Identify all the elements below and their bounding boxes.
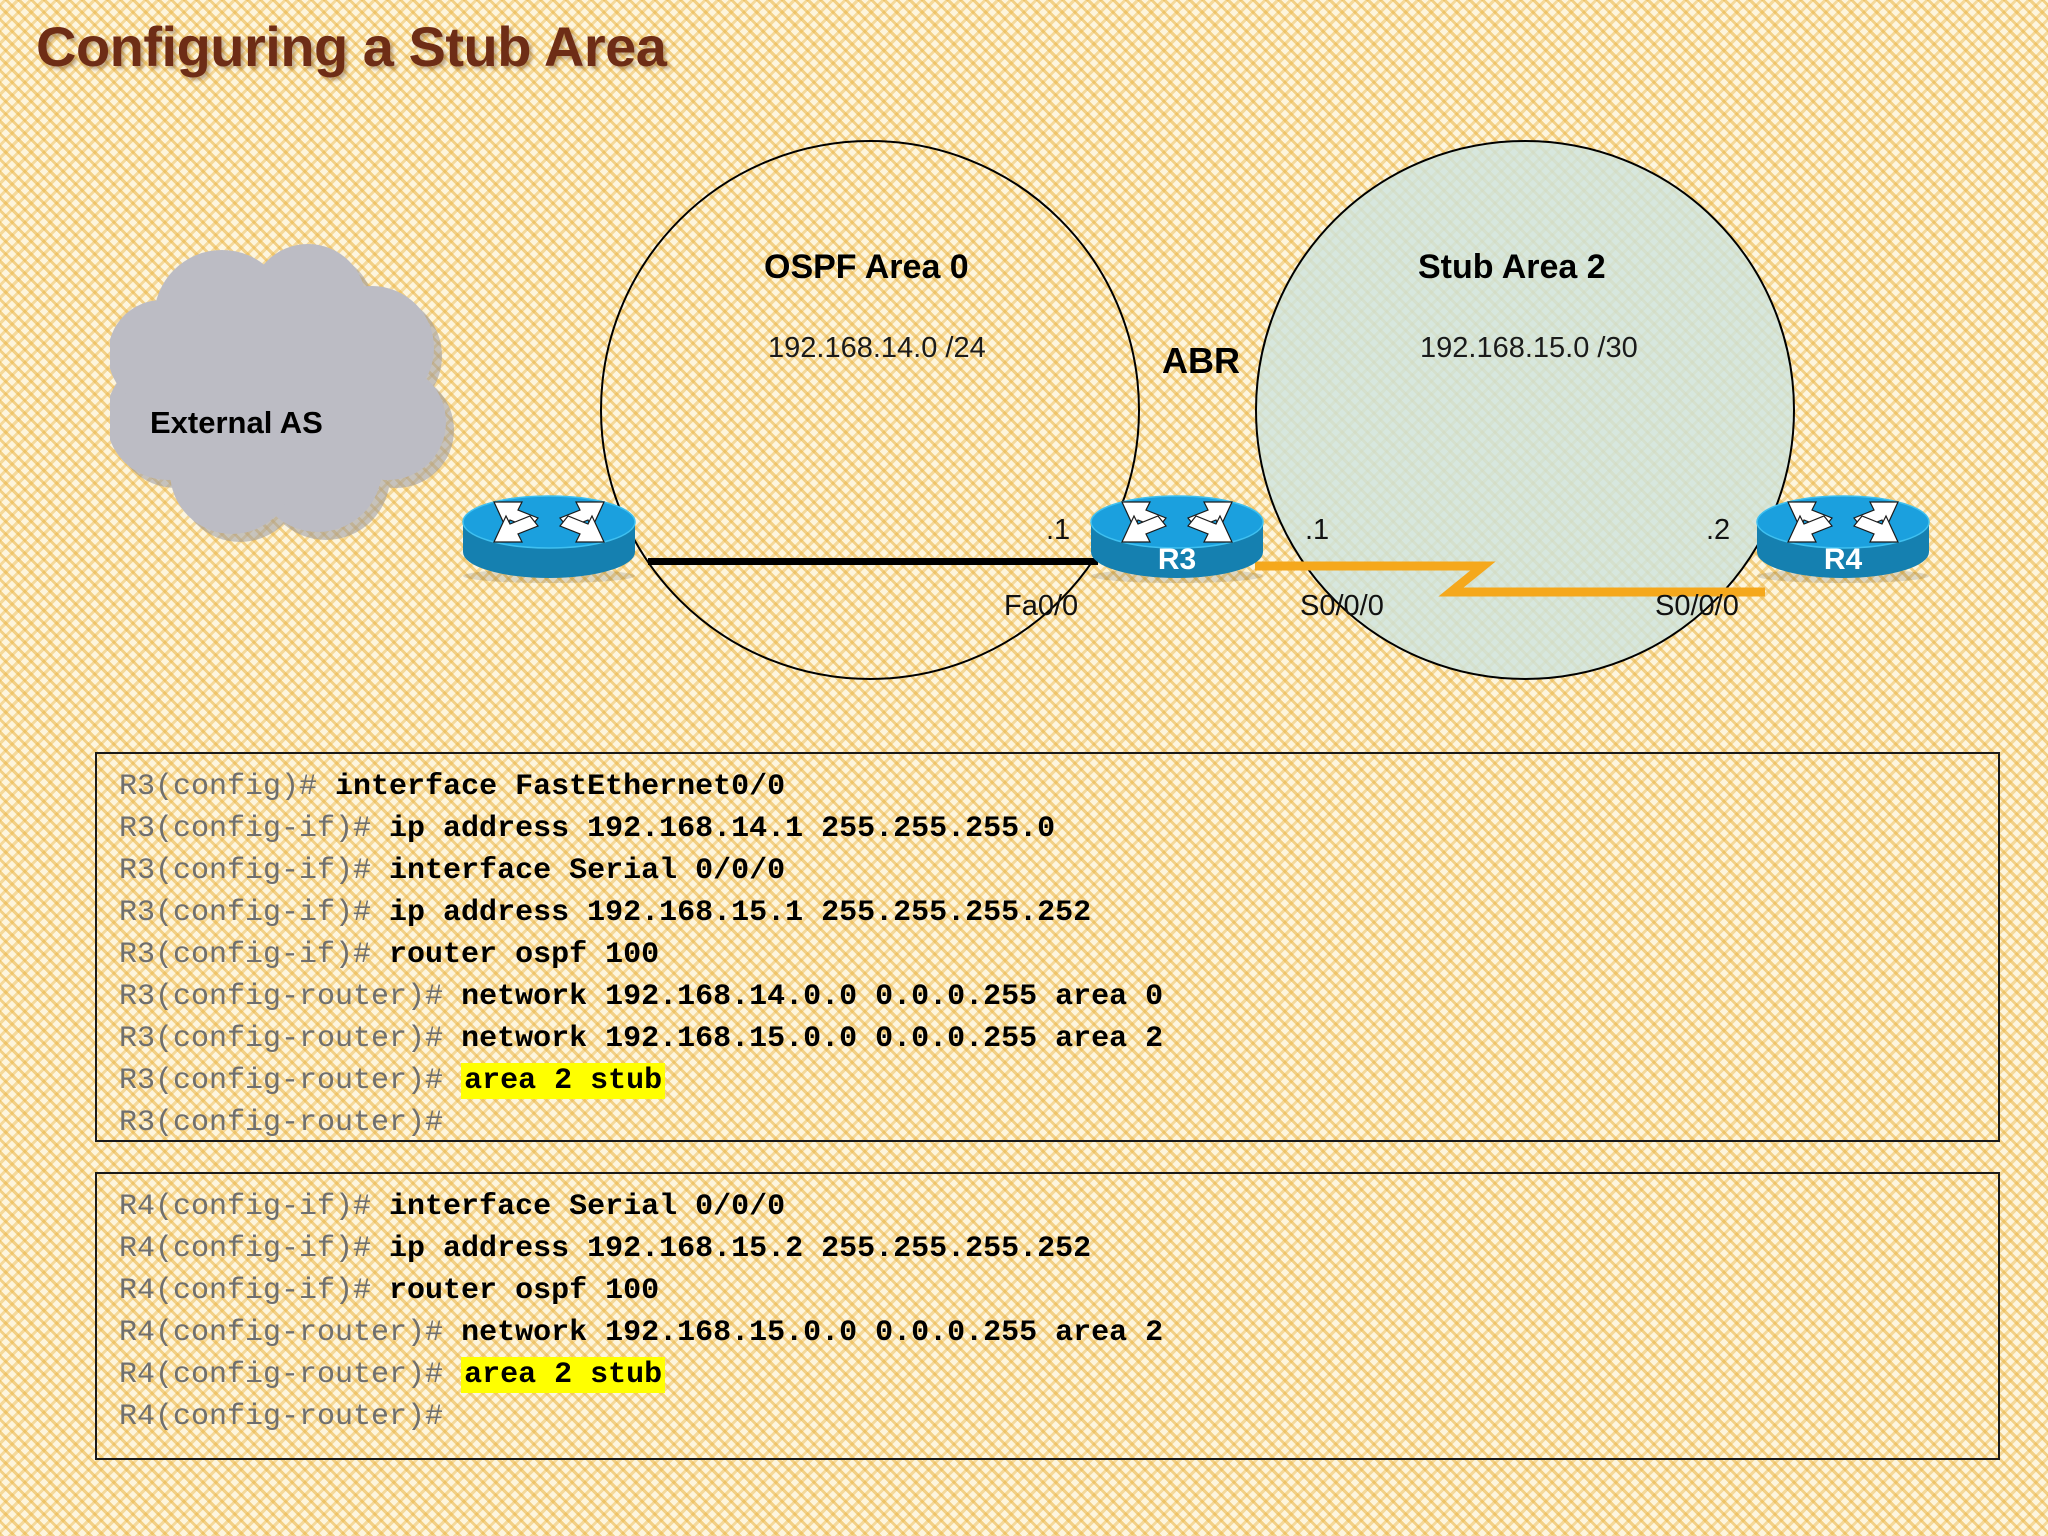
code-line: R4(config-if)# interface Serial 0/0/0 <box>119 1186 1998 1228</box>
code-line: R3(config-router)# network 192.168.14.0.… <box>119 976 1998 1018</box>
code-line: R4(config-if)# ip address 192.168.15.2 2… <box>119 1228 1998 1270</box>
code-command: network 192.168.15.0.0 0.0.0.255 area 2 <box>461 1316 1164 1350</box>
code-prompt: R4(config-if)# <box>119 1274 390 1308</box>
code-prompt: R3(config-router)# <box>119 1022 462 1056</box>
code-line: R3(config)# interface FastEthernet0/0 <box>119 766 1998 808</box>
code-command: router ospf 100 <box>389 938 660 972</box>
code-command: network 192.168.15.0.0 0.0.0.255 area 2 <box>461 1022 1164 1056</box>
ethernet-link <box>648 558 1098 565</box>
area-0-subnet: 192.168.14.0 /24 <box>768 332 986 364</box>
code-prompt: R3(config-if)# <box>119 812 390 846</box>
area-2-title: Stub Area 2 <box>1418 248 1606 286</box>
code-prompt: R3(config-router)# <box>119 1064 462 1098</box>
code-prompt: R4(config-router)# <box>119 1316 462 1350</box>
code-prompt: R3(config-if)# <box>119 938 390 972</box>
router-icon-r3[interactable]: R3 <box>1088 480 1266 584</box>
page-title: Configuring a Stub Area <box>36 15 667 78</box>
code-line: R4(config-if)# router ospf 100 <box>119 1270 1998 1312</box>
code-command: interface Serial 0/0/0 <box>389 1190 786 1224</box>
code-line: R3(config-if)# interface Serial 0/0/0 <box>119 850 1998 892</box>
code-prompt: R4(config-router)# <box>119 1358 462 1392</box>
external-as-cloud <box>106 240 460 550</box>
code-prompt: R3(config)# <box>119 770 336 804</box>
router-icon-r4[interactable]: R4 <box>1754 480 1932 584</box>
code-command: ip address 192.168.15.1 255.255.255.252 <box>389 896 1092 930</box>
code-prompt: R3(config-if)# <box>119 896 390 930</box>
network-diagram: OSPF Area 0 192.168.14.0 /24 Stub Area 2… <box>0 110 2048 750</box>
external-as-label: External AS <box>150 405 323 440</box>
code-prompt: R3(config-router)# <box>119 1106 462 1140</box>
label-r3-fa-ip: .1 <box>1046 514 1071 546</box>
code-line: R3(config-if)# ip address 192.168.15.1 2… <box>119 892 1998 934</box>
code-command: ip address 192.168.14.1 255.255.255.0 <box>389 812 1056 846</box>
code-line: R3(config-router)# network 192.168.15.0.… <box>119 1018 1998 1060</box>
label-r3-fa-name: Fa0/0 <box>1004 590 1079 622</box>
label-r4-s0-name: S0/0/0 <box>1655 590 1739 622</box>
label-r3-s0-name: S0/0/0 <box>1300 590 1384 622</box>
code-prompt: R4(config-if)# <box>119 1190 390 1224</box>
code-command: interface Serial 0/0/0 <box>389 854 786 888</box>
code-prompt: R4(config-if)# <box>119 1232 390 1266</box>
code-command: router ospf 100 <box>389 1274 660 1308</box>
code-line: R4(config-router)# <box>119 1396 1998 1438</box>
code-line: R3(config-router)# <box>119 1102 1998 1144</box>
code-line: R4(config-router)# network 192.168.15.0.… <box>119 1312 1998 1354</box>
code-line: R3(config-if)# ip address 192.168.14.1 2… <box>119 808 1998 850</box>
code-command: interface FastEthernet0/0 <box>335 770 786 804</box>
router-icon-left[interactable] <box>460 480 638 584</box>
area-2-subnet: 192.168.15.0 /30 <box>1420 332 1638 364</box>
label-r3-s0-ip: .1 <box>1305 514 1330 546</box>
code-prompt: R3(config-if)# <box>119 854 390 888</box>
code-prompt: R4(config-router)# <box>119 1400 462 1434</box>
area-circle-ospf-area-0 <box>600 140 1140 680</box>
code-line: R4(config-router)# area 2 stub <box>119 1354 1998 1396</box>
code-command: ip address 192.168.15.2 255.255.255.252 <box>389 1232 1092 1266</box>
code-command-highlighted: area 2 stub <box>461 1357 666 1393</box>
serial-link <box>1255 561 1765 597</box>
code-prompt: R3(config-router)# <box>119 980 462 1014</box>
label-r4-s0-ip: .2 <box>1706 514 1731 546</box>
code-line: R3(config-router)# area 2 stub <box>119 1060 1998 1102</box>
area-0-title: OSPF Area 0 <box>764 248 969 286</box>
code-command: network 192.168.14.0.0 0.0.0.255 area 0 <box>461 980 1164 1014</box>
code-line: R3(config-if)# router ospf 100 <box>119 934 1998 976</box>
abr-label: ABR <box>1162 340 1240 381</box>
code-command-highlighted: area 2 stub <box>461 1063 666 1099</box>
